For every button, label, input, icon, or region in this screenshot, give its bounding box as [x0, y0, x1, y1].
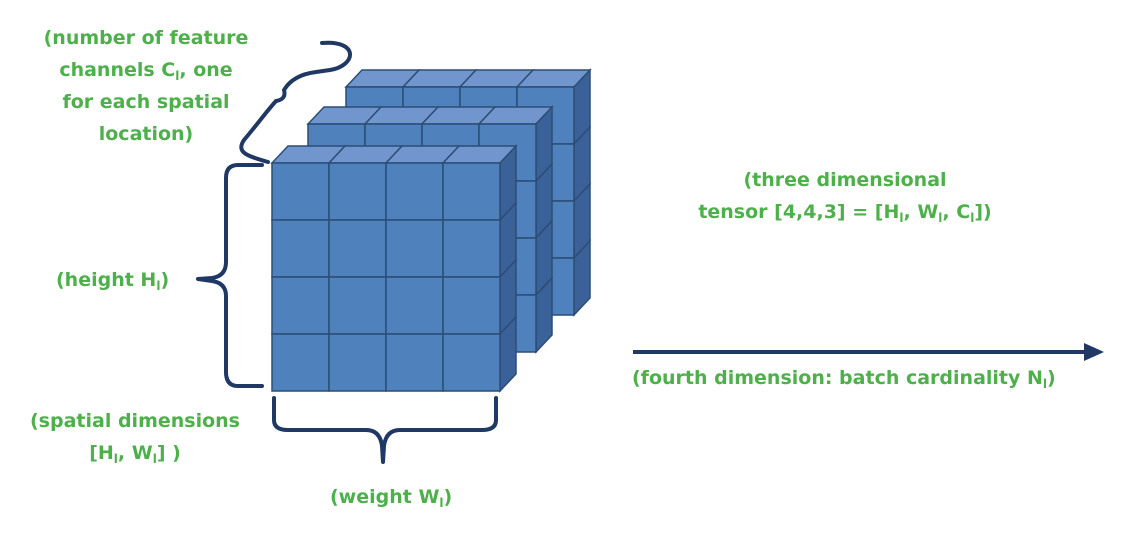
channels-label: (number of feature channels Cl, one for …	[30, 22, 262, 150]
spatial-label-part-b: , W	[117, 442, 153, 464]
channel-1-front-cell	[385, 162, 444, 221]
spatial-label-part-c: ] )	[156, 442, 181, 464]
weight-label-text-end: )	[443, 486, 453, 508]
channels-label-text: channels C	[59, 59, 176, 81]
spatial-label-part-a: [H	[89, 442, 114, 464]
batch-label: (fourth dimension: batch cardinality Nl)	[632, 362, 1056, 394]
channel-1-front-cell	[271, 162, 330, 221]
channel-1-front-cell	[385, 219, 444, 278]
tensor-label-part-c: , C	[942, 201, 971, 223]
tensor-label-line1: (three dimensional	[743, 169, 947, 191]
height-brace	[196, 163, 264, 388]
channel-1-front-cell	[328, 162, 387, 221]
height-label-text-end: )	[160, 269, 170, 291]
channel-1-front-cell	[328, 219, 387, 278]
tensor-label-part-d: ])	[974, 201, 992, 223]
weight-label-subscript: l	[439, 496, 444, 510]
channel-1-front-cell	[442, 276, 501, 335]
height-label-text: (height H	[56, 269, 157, 291]
channels-label-subscript: l	[175, 69, 180, 83]
tensor-cube-stack	[270, 68, 592, 393]
tensor-label-part-a: tensor [4,4,3] = [H	[698, 201, 900, 223]
channel-1-front-cell	[442, 333, 501, 392]
channel-1-front-cell	[442, 219, 501, 278]
channel-1-front-cell	[271, 219, 330, 278]
spatial-label-sub-a: l	[113, 452, 118, 466]
channel-1-front-cell	[442, 162, 501, 221]
channels-label-line3: for each spatial	[62, 91, 230, 113]
batch-label-subscript: l	[1042, 377, 1048, 391]
channel-1-front-cell	[385, 333, 444, 392]
weight-label-text: (weight W	[330, 486, 440, 508]
height-label: (height Hl)	[56, 264, 169, 296]
spatial-label-line2: [Hl, Wl] )	[20, 437, 250, 469]
spatial-label: (spatial dimensions [Hl, Wl] )	[20, 405, 250, 469]
channels-brace	[239, 40, 352, 164]
channels-label-text-end: , one	[179, 59, 233, 81]
channel-1-front-cell	[328, 333, 387, 392]
batch-label-text: (fourth dimension: batch cardinality N	[632, 367, 1043, 389]
tensor-label-part-b: , W	[903, 201, 939, 223]
tensor-label: (three dimensional tensor [4,4,3] = [Hl,…	[680, 164, 1010, 228]
tensor-label-sub-c: l	[970, 211, 975, 225]
channels-label-line4: location)	[98, 123, 194, 145]
tensor-label-sub-b: l	[938, 211, 943, 225]
channel-1-front-cell	[385, 276, 444, 335]
tensor-label-sub-a: l	[899, 211, 904, 225]
width-brace	[272, 396, 498, 464]
spatial-label-sub-b: l	[152, 452, 157, 466]
spatial-label-line1: (spatial dimensions	[30, 410, 240, 432]
channels-label-line2: channels Cl, one	[30, 54, 262, 86]
channel-1-front-cell	[271, 276, 330, 335]
batch-label-text-end: )	[1047, 367, 1056, 389]
channels-label-line1: (number of feature	[43, 27, 249, 49]
height-label-subscript: l	[156, 279, 161, 293]
channel-1-front-cell	[271, 333, 330, 392]
batch-arrow-head	[1084, 343, 1104, 361]
channel-1-front-cell	[328, 276, 387, 335]
weight-label: (weight Wl)	[330, 481, 452, 513]
tensor-label-line2: tensor [4,4,3] = [Hl, Wl, Cl])	[680, 196, 1010, 228]
